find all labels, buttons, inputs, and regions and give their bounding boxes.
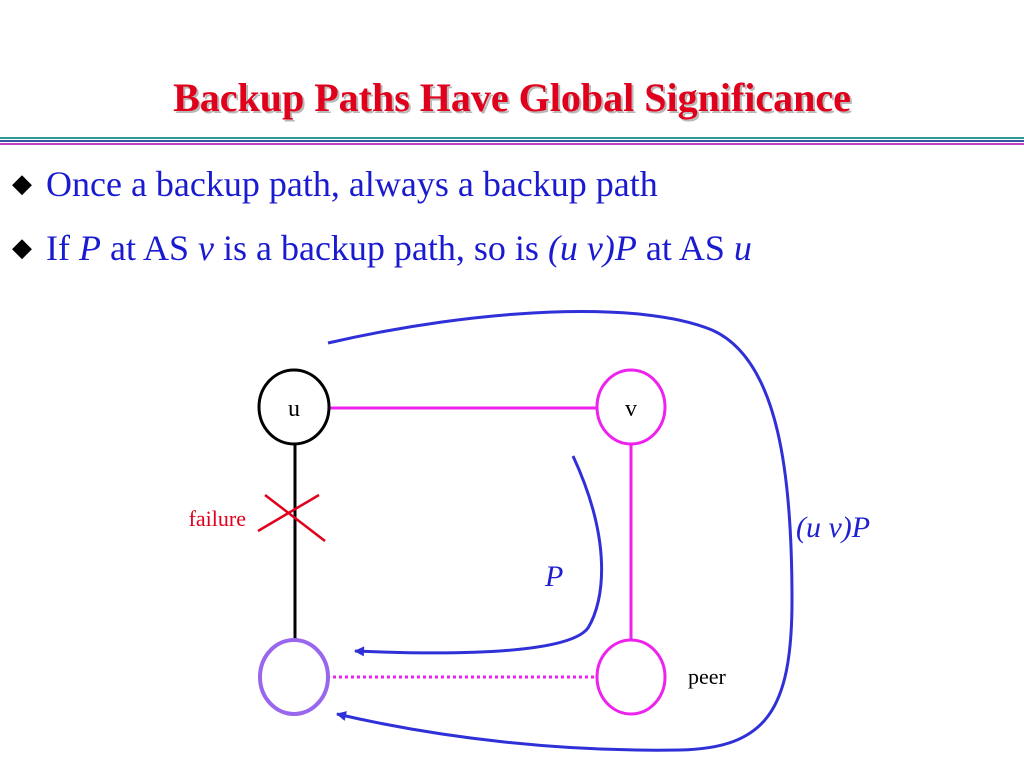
title-divider-blue: [0, 140, 1024, 142]
diamond-bullet-icon: ◆: [12, 233, 32, 262]
node-u: [257, 368, 331, 446]
bullet-text: at AS: [100, 228, 198, 268]
node-v-label: v: [625, 396, 637, 422]
node-bottom-left: [258, 638, 330, 716]
slide-title: Backup Paths Have Global Significance: [173, 75, 851, 120]
title-divider-teal: [0, 137, 1024, 139]
bullet-text-italic: v: [198, 228, 214, 268]
failure-label: failure: [189, 506, 246, 531]
peer-label: peer: [688, 664, 727, 689]
bullet-text-italic: u: [733, 228, 752, 268]
bullet-text: at AS: [636, 228, 734, 268]
bullet-text-italic: (u v)P: [547, 228, 637, 268]
node-bottom-right: [595, 638, 667, 716]
bullet-text-italic: P: [78, 228, 101, 268]
path-uvp-label: (u v)P: [796, 511, 870, 544]
bullet-item-2: ◆ If P at AS v is a backup path, so is (u…: [12, 224, 1012, 288]
path-p-arrow: [354, 455, 604, 657]
bullet-text: If: [46, 228, 79, 268]
node-u-label: u: [288, 396, 300, 422]
path-uvp-arrow: [327, 310, 794, 752]
failure-x-icon: [257, 493, 326, 542]
title-divider-magenta: [0, 143, 1024, 145]
bullet-item-1: ◆ Once a backup path, always a backup pat…: [12, 160, 1012, 224]
bullet-list: ◆ Once a backup path, always a backup pat…: [12, 160, 1012, 288]
path-p-label: P: [544, 560, 563, 593]
node-v: [595, 368, 667, 446]
bullet-text: is a backup path, so is: [213, 228, 548, 268]
diamond-bullet-icon: ◆: [12, 169, 32, 198]
bullet-text: Once a backup path, always a backup path: [46, 164, 658, 204]
